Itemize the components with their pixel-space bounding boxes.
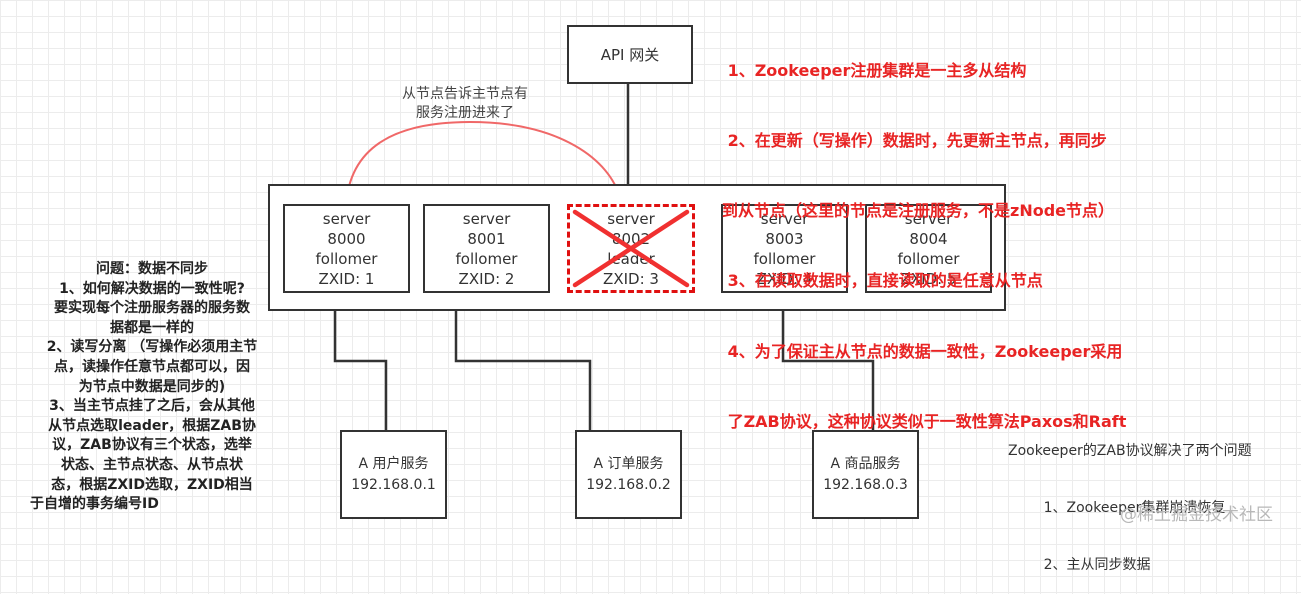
service-ip: 192.168.0.3: [823, 476, 908, 493]
server-role: follomer: [897, 249, 960, 268]
note-line: Zookeeper的ZAB协议解决了两个问题: [1008, 443, 1252, 459]
sync-annotation: 从节点告诉主节点有 服务注册进来了: [380, 85, 550, 123]
order-service-connector: [454, 300, 592, 430]
api-gateway-label: API 网关: [600, 45, 660, 64]
product-service-box[interactable]: A 商品服务 192.168.0.3: [812, 430, 919, 519]
note-line: 要实现每个注册服务器的服务数: [54, 300, 250, 317]
note-line: 1、Zookeeper集群崩溃恢复: [1008, 500, 1226, 516]
note-line: 了ZAB协议，这种协议类似于一致性算法Paxos和Raft: [722, 411, 1127, 431]
server-port: 8000: [327, 229, 366, 248]
server-zxid: ZXID: 5: [900, 269, 957, 288]
server-name: server: [904, 209, 953, 228]
server-name: server: [607, 209, 655, 228]
cross-icon: [572, 209, 690, 288]
service-name: A 商品服务: [830, 455, 901, 472]
service-ip: 192.168.0.2: [586, 476, 671, 493]
zab-summary-notes: Zookeeper的ZAB协议解决了两个问题 1、Zookeeper集群崩溃恢复…: [1008, 404, 1252, 594]
note-line: 据都是一样的: [110, 319, 194, 336]
server-name: server: [322, 209, 371, 228]
service-name: A 用户服务: [358, 455, 429, 472]
note-line: 1、Zookeeper注册集群是一主多从结构: [722, 60, 1027, 80]
note-line: 2、读写分离 （写操作必须用主节: [46, 339, 258, 356]
server-role: follomer: [753, 249, 816, 268]
server-zxid: ZXID: 2: [458, 269, 515, 288]
note-line: 3、在读取数据时，直接读取的是任意从节点: [722, 271, 1043, 291]
note-line: 2、主从同步数据: [1008, 557, 1151, 573]
server-port: 8003: [765, 229, 804, 248]
note-line: 1、如何解决数据的一致性呢?: [59, 280, 245, 297]
note-line: 2、在更新（写操作）数据时，先更新主节点，再同步: [722, 131, 1107, 151]
sync-annotation-line: 从节点告诉主节点有: [402, 86, 528, 102]
cluster-notes: 1、Zookeeper注册集群是一主多从结构 2、在更新（写操作）数据时，先更新…: [722, 12, 1192, 457]
note-line: 4、为了保证主从节点的数据一致性，Zookeeper采用: [722, 341, 1123, 361]
server-port: 8004: [909, 229, 948, 248]
sync-annotation-line: 服务注册进来了: [416, 105, 514, 121]
server-zxid: ZXID: 3: [603, 269, 659, 288]
note-line: 到从节点（这里的节点是注册服务，不是zNode节点）: [722, 201, 1115, 221]
note-line: 状态、主节点状态、从节点状: [61, 456, 243, 473]
server-node-8002-leader-crashed[interactable]: server 8002 leader ZXID: 3: [567, 204, 695, 293]
server-node-8004[interactable]: server 8004 follomer ZXID: 5: [865, 204, 992, 293]
server-name: server: [462, 209, 511, 228]
server-zxid: ZXID: 4: [756, 269, 813, 288]
api-gateway-box[interactable]: API 网关: [567, 25, 693, 84]
note-line: 问题：数据不同步: [96, 261, 208, 277]
note-line: 3、当主节点挂了之后，会从其他: [49, 398, 255, 415]
server-port: 8001: [467, 229, 506, 248]
note-line: 态，根据ZXID选取，ZXID相当: [51, 476, 253, 493]
order-service-box[interactable]: A 订单服务 192.168.0.2: [575, 430, 682, 519]
note-line: 议，ZAB协议有三个状态，选举: [52, 437, 252, 454]
server-role: follomer: [455, 249, 518, 268]
service-ip: 192.168.0.1: [351, 476, 436, 493]
note-line: 从节点选取leader，根据ZAB协: [48, 417, 256, 434]
service-name: A 订单服务: [593, 455, 664, 472]
note-line: 点，读操作任意节点都可以，因: [54, 358, 250, 375]
user-service-box[interactable]: A 用户服务 192.168.0.1: [340, 430, 447, 519]
note-line: 于自增的事务编号ID: [30, 496, 159, 513]
server-node-8000[interactable]: server 8000 follomer ZXID: 1: [283, 204, 410, 293]
server-role: follomer: [315, 249, 378, 268]
server-node-8001[interactable]: server 8001 follomer ZXID: 2: [423, 204, 550, 293]
server-zxid: ZXID: 1: [318, 269, 375, 288]
note-line: 为节点中数据是同步的): [78, 378, 226, 395]
server-node-8003[interactable]: server 8003 follomer ZXID: 4: [721, 204, 848, 293]
server-name: server: [760, 209, 809, 228]
watermark: @稀土掘金技术社区: [1120, 505, 1273, 525]
user-service-connector: [333, 300, 388, 430]
problem-notes: 问题：数据不同步 1、如何解决数据的一致性呢? 要实现每个注册服务器的服务数 据…: [22, 260, 282, 515]
